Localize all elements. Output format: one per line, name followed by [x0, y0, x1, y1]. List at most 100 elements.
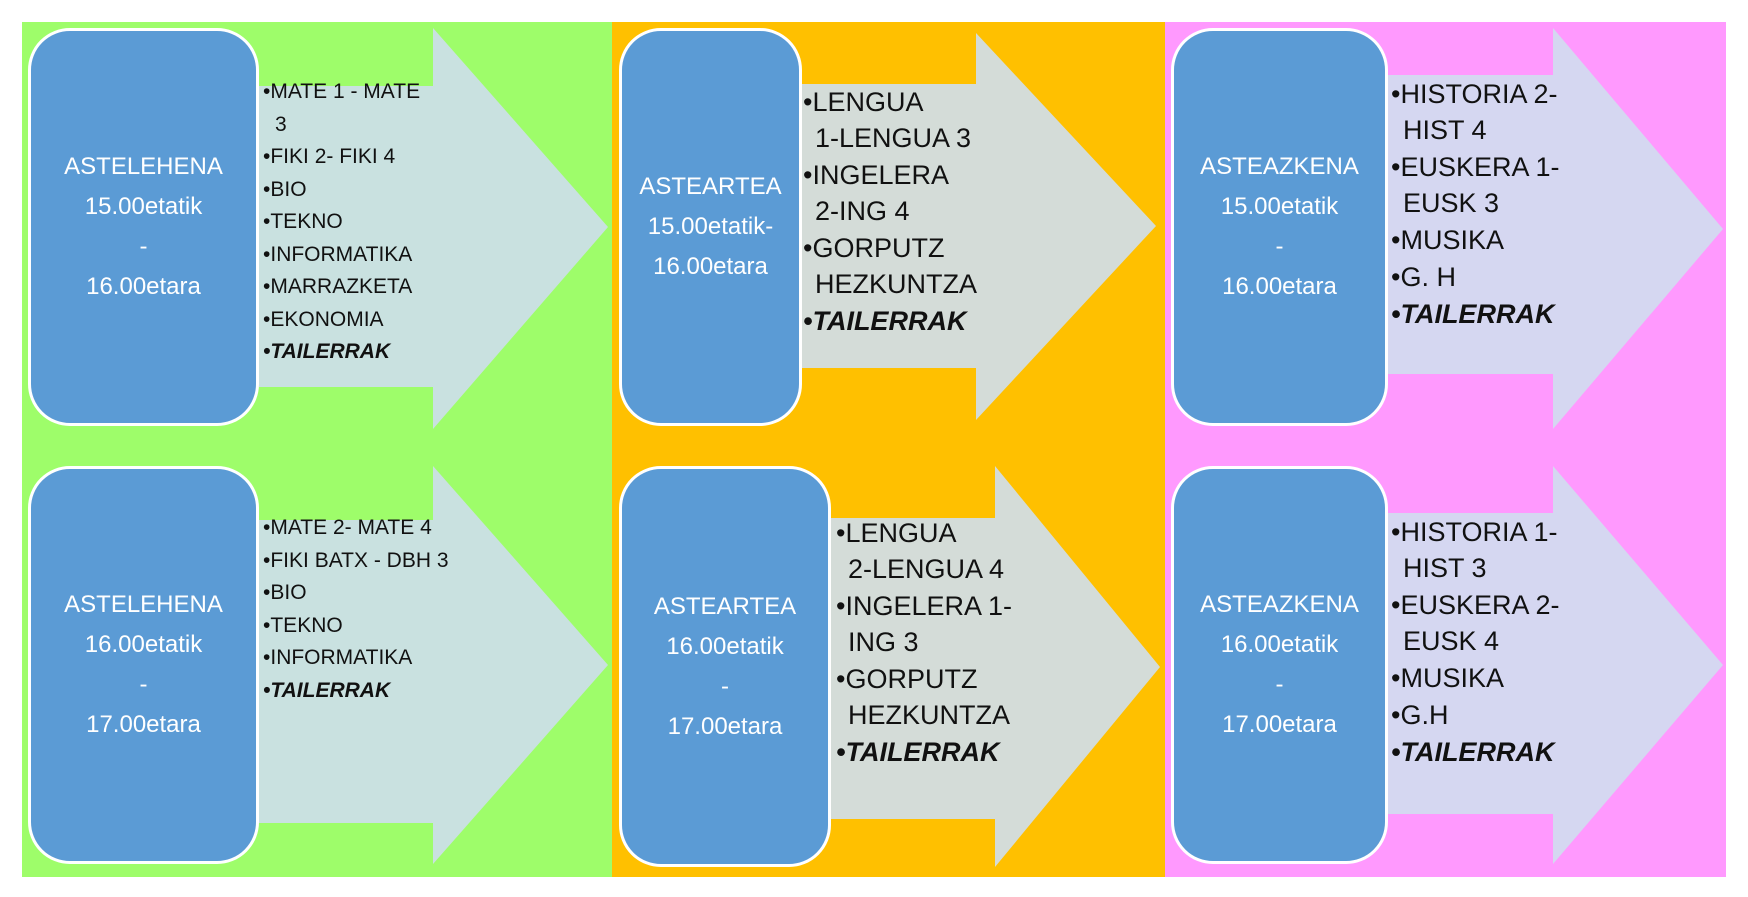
time-label: 17.00etara — [86, 711, 201, 738]
subject-label: TAILERRAK — [270, 678, 391, 702]
subject-label: TEKNO — [270, 210, 343, 233]
subject-label: BIO — [270, 177, 307, 201]
bullet-icon: • — [263, 275, 271, 298]
subject-label: LENGUA 1-LENGUA 3 — [812, 87, 972, 153]
subject-label: MATE 2- MATE 4 — [270, 516, 432, 539]
subject-item: •LENGUA 1-LENGUA 3 — [803, 84, 983, 156]
bullet-icon: • — [263, 678, 271, 702]
subject-label: INFORMATIKA — [270, 646, 413, 669]
subject-label: INGELERA 2-ING 4 — [812, 160, 949, 226]
subject-label: TAILERRAK — [812, 306, 967, 336]
bullet-icon: • — [1391, 590, 1401, 620]
bullet-icon: • — [836, 591, 846, 621]
day-label: ASTEAZKENA — [1200, 153, 1359, 180]
arrow-shape — [800, 33, 1156, 420]
bullet-icon: • — [803, 233, 813, 263]
time-label: - — [1275, 233, 1284, 260]
subject-list: •HISTORIA 2- HIST 4•EUSKERA 1- EUSK 3•MU… — [1391, 76, 1591, 333]
subject-item: •TEKNO — [263, 610, 463, 643]
subject-item: •TEKNO — [263, 206, 433, 239]
subject-label: EUSKERA 1- EUSK 3 — [1400, 152, 1560, 218]
subject-item: •BIO — [263, 174, 433, 207]
subject-label: MARRAZKETA — [270, 275, 413, 298]
subject-label: INGELERA 1- ING 3 — [845, 591, 1013, 657]
bullet-icon: • — [263, 581, 271, 604]
time-label: - — [1275, 671, 1284, 698]
subject-item: •TAILERRAK — [263, 675, 463, 708]
subject-label: TAILERRAK — [270, 340, 391, 363]
subject-list: •LENGUA 2-LENGUA 4•INGELERA 1- ING 3•GOR… — [836, 515, 1026, 771]
subject-item: •TAILERRAK — [263, 336, 433, 369]
bullet-icon: • — [263, 516, 271, 539]
arrow-shape — [259, 466, 608, 864]
day-label: ASTEAZKENA — [1200, 591, 1359, 618]
bullet-icon: • — [836, 518, 846, 548]
bullet-icon: • — [263, 242, 271, 266]
subject-label: G. H — [1400, 262, 1456, 292]
bullet-icon: • — [836, 664, 846, 694]
subject-item: •G. H — [1391, 259, 1591, 295]
bullet-icon: • — [803, 306, 813, 336]
time-label: 15.00etatik- — [647, 213, 774, 240]
bullet-icon: • — [263, 307, 271, 331]
time-label: 16.00etatik — [1220, 631, 1339, 658]
bullet-icon: • — [1391, 517, 1401, 547]
subject-item: •FIKI BATX - DBH 3 — [263, 545, 463, 578]
day-label: ASTELEHENA — [64, 153, 223, 180]
subject-item: •HISTORIA 2- HIST 4 — [1391, 76, 1591, 148]
subject-item: •GORPUTZ HEZKUNTZA — [836, 661, 1026, 733]
subject-list: •HISTORIA 1- HIST 3•EUSKERA 2- EUSK 4•MU… — [1391, 514, 1591, 771]
subject-label: MUSIKA — [1400, 225, 1504, 255]
time-label: 16.00etara — [653, 253, 768, 280]
subject-label: TAILERRAK — [845, 737, 1000, 767]
subject-item: •BIO — [263, 577, 463, 610]
time-label: 15.00etatik — [1220, 193, 1339, 220]
subject-item: •TAILERRAK — [1391, 734, 1591, 770]
bullet-icon: • — [263, 340, 271, 363]
day-label: ASTEARTEA — [653, 592, 797, 620]
subject-label: TAILERRAK — [1400, 299, 1555, 329]
bullet-icon: • — [263, 613, 271, 637]
subject-label: GORPUTZ HEZKUNTZA — [845, 664, 1010, 730]
subject-label: TEKNO — [270, 613, 343, 637]
bullet-icon: • — [1391, 663, 1401, 693]
time-label: - — [139, 671, 148, 698]
subject-label: MATE 1 - MATE 3 — [270, 80, 421, 136]
bullet-icon: • — [1391, 79, 1401, 109]
bullet-icon: • — [836, 737, 846, 767]
time-label: 16.00etara — [1222, 273, 1337, 300]
subject-item: •INFORMATIKA — [263, 239, 433, 272]
subject-item: •GORPUTZ HEZKUNTZA — [803, 230, 983, 302]
bullet-icon: • — [263, 646, 271, 669]
subject-label: G.H — [1400, 700, 1449, 730]
bullet-icon: • — [1391, 262, 1401, 292]
day-label: ASTELEHENA — [64, 591, 223, 618]
subject-item: •FIKI 2- FIKI 4 — [263, 141, 433, 174]
bullet-icon: • — [263, 80, 271, 103]
subject-item: •MUSIKA — [1391, 660, 1591, 696]
time-label: 16.00etatik — [666, 632, 784, 660]
arrow-shape — [1388, 28, 1723, 429]
subject-item: •MARRAZKETA — [263, 271, 433, 304]
subject-label: INFORMATIKA — [270, 242, 413, 266]
arrow-shape — [1388, 466, 1723, 864]
subject-label: GORPUTZ HEZKUNTZA — [812, 233, 977, 299]
subject-item: •MUSIKA — [1391, 222, 1591, 258]
bullet-icon: • — [263, 145, 271, 168]
bullet-icon: • — [1391, 299, 1401, 329]
subject-label: HISTORIA 1- HIST 3 — [1400, 517, 1558, 583]
time-label: 16.00etatik — [84, 631, 203, 658]
subject-item: •HISTORIA 1- HIST 3 — [1391, 514, 1591, 586]
subject-label: EKONOMIA — [270, 307, 384, 331]
subject-item: •LENGUA 2-LENGUA 4 — [836, 515, 1026, 587]
time-slot-box-wednesday: ASTEAZKENA 15.00etatik - 16.00etara — [1171, 28, 1388, 426]
subject-list: •MATE 2- MATE 4•FIKI BATX - DBH 3•BIO•TE… — [263, 512, 463, 707]
subject-label: LENGUA 2-LENGUA 4 — [845, 518, 1005, 584]
subject-list: •MATE 1 - MATE 3•FIKI 2- FIKI 4•BIO•TEKN… — [263, 76, 433, 369]
bullet-icon: • — [803, 87, 813, 117]
subject-item: •MATE 2- MATE 4 — [263, 512, 463, 545]
